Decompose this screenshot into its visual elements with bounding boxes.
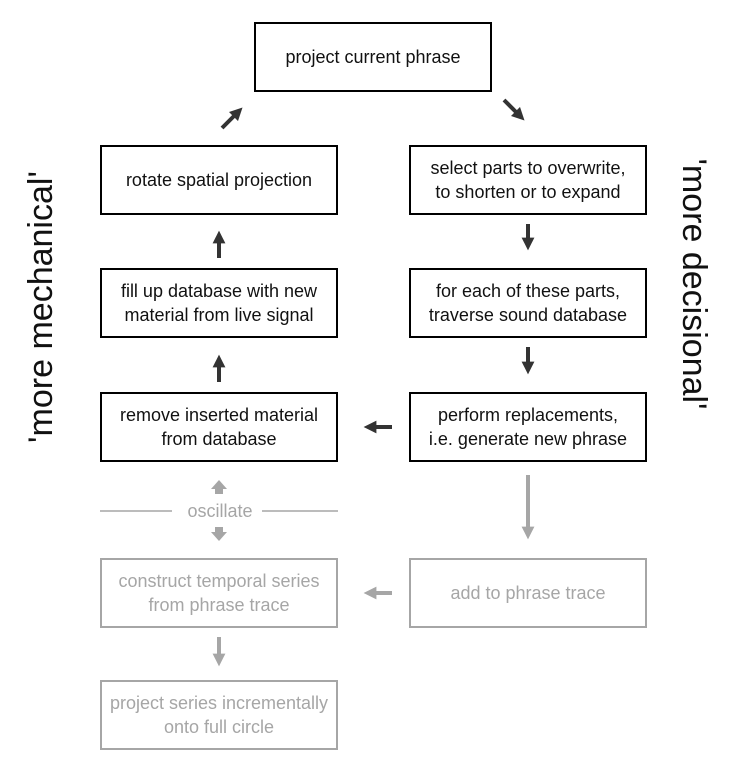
- label-oscillate: oscillate: [187, 501, 253, 521]
- node-fill-up-database: fill up database with new material from …: [100, 268, 338, 338]
- node-add-to-phrase-trace: add to phrase trace: [409, 558, 647, 628]
- node-construct-temporal-series: construct temporal series from phrase tr…: [100, 558, 338, 628]
- node-rotate-spatial-projection: rotate spatial projection: [100, 145, 338, 215]
- node-project-current-phrase: project current phrase: [254, 22, 492, 92]
- node-project-series-incrementally: project series incrementally onto full c…: [100, 680, 338, 750]
- oscillate-up-arrow: [211, 480, 227, 494]
- node-select-parts: select parts to overwrite, to shorten or…: [409, 145, 647, 215]
- node-for-each-part: for each of these parts, traverse sound …: [409, 268, 647, 338]
- node-remove-inserted-material: remove inserted material from database: [100, 392, 338, 462]
- oscillate-down-arrow: [211, 527, 227, 541]
- arrow-rotate-to-project: [220, 107, 243, 130]
- node-perform-replacements: perform replacements, i.e. generate new …: [409, 392, 647, 462]
- arrow-project-to-select: [502, 98, 525, 121]
